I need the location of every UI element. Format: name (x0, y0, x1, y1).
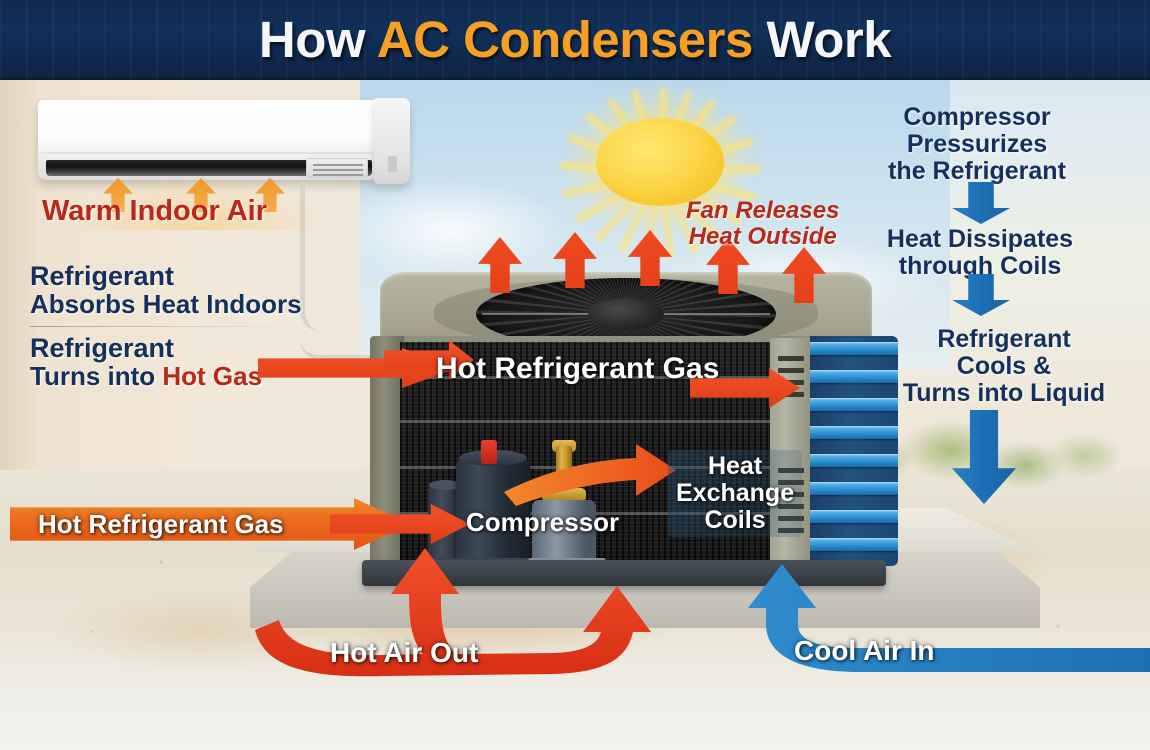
divider-line (30, 326, 295, 327)
title-segment-how: How (258, 10, 377, 68)
refrigerant-line-horizontal (300, 326, 385, 360)
title-segment-work: Work (752, 10, 892, 68)
label-fan-releases: Fan Releases Heat Outside (686, 198, 839, 250)
heat-exchange-line1: Heat (707, 452, 763, 480)
heat-exchange-line3: Coils (704, 506, 766, 534)
fan-releases-line1: Fan Releases (686, 197, 840, 224)
red-valve-cap (481, 440, 497, 464)
label-warm-indoor-air: Warm Indoor Air (42, 195, 268, 227)
header-banner: How AC Condensers Work (0, 0, 1150, 80)
step1-line1: Compressor (903, 103, 1051, 131)
indoor-unit-side-panel (374, 98, 410, 184)
hotgas-accent: Hot Gas (162, 361, 263, 391)
sun-icon (596, 118, 724, 206)
hotgas-prefix: Turns into (30, 361, 163, 391)
step2-line1: Heat Dissipates (886, 225, 1074, 253)
step3-line3: Turns into Liquid (902, 379, 1106, 407)
heat-exchange-line2: Exchange (676, 479, 795, 507)
title-segment-ac-condensers: AC Condensers (376, 10, 754, 68)
label-step2-heat-dissipates: Heat Dissipates through Coils (862, 226, 1098, 280)
fan-releases-line2: Heat Outside (688, 222, 837, 250)
refrigerant-line-vertical (300, 182, 322, 332)
heat-exchange-coils (810, 336, 898, 566)
label-step3-refrigerant-cools: Refrigerant Cools & Turns into Liquid (874, 326, 1134, 407)
flow-down-arrow-2-icon (952, 274, 1010, 316)
label-refrigerant-absorbs-line2: Absorbs Heat Indoors (30, 289, 302, 319)
indoor-air-handler (38, 98, 410, 192)
label-refrigerant-hotgas-line1: Refrigerant (30, 333, 175, 363)
label-hot-air-out: Hot Air Out (330, 637, 479, 668)
fan-hub (588, 298, 664, 330)
label-cool-air-in: Cool Air In (794, 635, 935, 666)
label-hot-refrigerant-gas: Hot Refrigerant Gas (436, 352, 720, 385)
step1-line3: the Refrigerant (888, 157, 1066, 185)
hot-air-out-arrow-icon (255, 548, 651, 677)
label-refrigerant-absorbs-line1: Refrigerant (30, 261, 175, 291)
indoor-unit-louver-panel (306, 158, 368, 178)
step1-line2: Pressurizes (906, 130, 1048, 158)
cool-air-in-arrow-icon (748, 564, 1150, 672)
step3-line1: Refrigerant (937, 325, 1071, 353)
page-title: How AC Condensers Work (258, 10, 892, 69)
steel-drum-component (532, 500, 596, 566)
flow-down-arrow-1-icon (952, 182, 1010, 224)
label-compressor: Compressor (466, 507, 620, 537)
indoor-unit-vent (46, 160, 372, 176)
label-refrigerant-hotgas-line2: Turns into Hot Gas (30, 362, 262, 390)
compressor-to-coils-arrow-icon (504, 444, 676, 506)
label-heat-exchange-coils: Heat Exchange Coils (668, 450, 803, 537)
wall-shadow (0, 80, 40, 480)
label-hot-refrigerant-gas-banner: Hot Refrigerant Gas (38, 508, 284, 539)
label-step1-compressor-pressurizes: Compressor Pressurizes the Refrigerant (862, 104, 1092, 185)
step3-line2: Cools & (956, 352, 1052, 380)
